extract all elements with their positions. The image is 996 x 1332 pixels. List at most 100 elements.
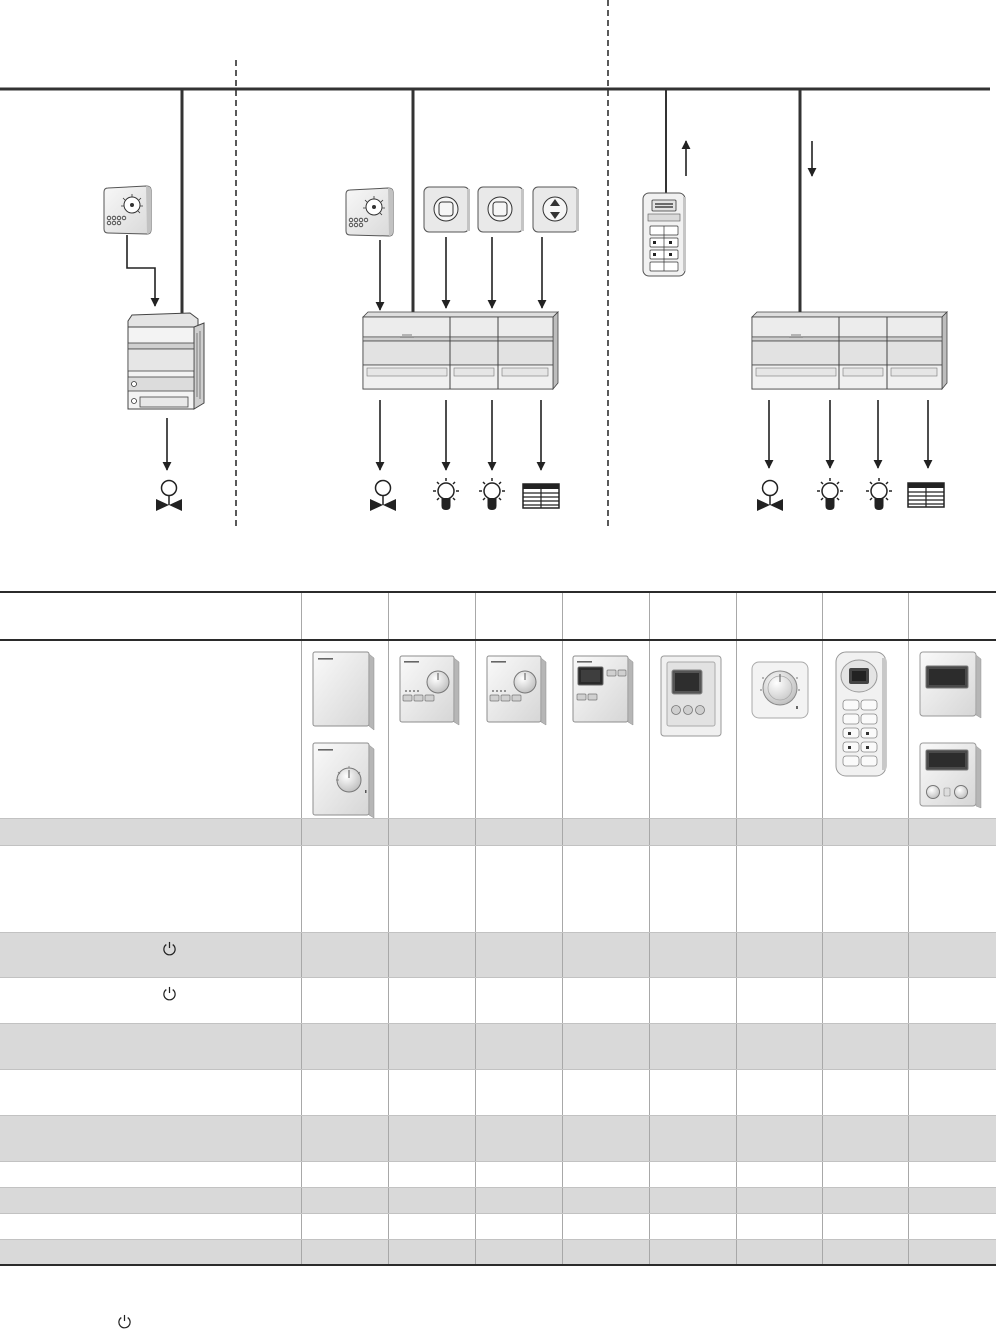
table-cell — [648, 845, 736, 933]
table-cell — [648, 640, 736, 819]
signal-arrow — [126, 235, 160, 307]
table-cell — [474, 845, 562, 933]
table-cell — [474, 1023, 562, 1070]
power-icon — [118, 1314, 131, 1329]
blind-icon — [907, 482, 945, 508]
table-cell — [735, 1187, 822, 1214]
table-cell — [735, 1115, 822, 1162]
table-cell — [300, 1213, 388, 1240]
table-cell — [821, 1069, 908, 1116]
table-row — [0, 1187, 996, 1214]
table-cell — [648, 1023, 736, 1070]
table-cell — [735, 977, 822, 1024]
table-header-cell — [0, 591, 301, 641]
table-cell — [648, 1115, 736, 1162]
table-cell — [648, 818, 736, 846]
table-cell — [474, 1115, 562, 1162]
table-cell — [474, 977, 562, 1024]
table-cell — [474, 1187, 562, 1214]
table-cell — [735, 845, 822, 933]
table-row — [0, 932, 996, 978]
table-cell — [821, 1213, 908, 1240]
table-cell — [474, 1213, 562, 1240]
table-cell — [0, 1115, 301, 1162]
push-button-icon — [477, 186, 525, 233]
table-cell — [735, 932, 822, 978]
table-cell — [821, 1115, 908, 1162]
table-cell — [387, 1213, 475, 1240]
table-cell — [300, 1115, 388, 1162]
light-bulb-icon — [478, 477, 506, 511]
valve-icon — [369, 479, 397, 512]
valve-icon — [756, 479, 784, 512]
table-cell — [648, 1161, 736, 1188]
table-cell — [474, 640, 562, 819]
table-row — [0, 1213, 996, 1240]
table-cell — [561, 1187, 649, 1214]
light-bulb-icon — [432, 477, 460, 511]
table-header-cell — [300, 591, 388, 641]
system-diagram — [0, 0, 990, 530]
table-cell — [821, 845, 908, 933]
table-cell — [300, 640, 388, 819]
table-cell — [735, 1161, 822, 1188]
table-cell — [0, 818, 301, 846]
table-cell — [387, 1023, 475, 1070]
middle-zone — [345, 186, 580, 512]
din-controller-icon — [751, 311, 948, 390]
table-header-row — [0, 591, 996, 641]
table-cell — [387, 845, 475, 933]
table-cell — [735, 818, 822, 846]
table-cell — [300, 1069, 388, 1116]
table-row — [0, 1069, 996, 1116]
valve-icon — [155, 479, 183, 512]
up-down-button-icon — [532, 186, 580, 233]
table-cell — [735, 640, 822, 819]
table-row — [0, 845, 996, 933]
table-header-cell — [821, 591, 908, 641]
table-cell — [474, 1239, 562, 1266]
table-cell — [821, 1023, 908, 1070]
handheld-remote-icon — [642, 192, 687, 277]
table-cell — [474, 1161, 562, 1188]
blind-icon — [522, 483, 560, 509]
power-icon — [163, 986, 176, 1000]
push-button-icon — [423, 186, 471, 233]
table-cell — [735, 1239, 822, 1266]
table-cell — [821, 1161, 908, 1188]
table-cell — [907, 1115, 996, 1162]
table-cell — [907, 818, 996, 846]
table-header-cell — [474, 591, 562, 641]
table-row — [0, 1239, 996, 1266]
table-cell — [907, 1213, 996, 1240]
table-cell — [648, 1187, 736, 1214]
table-cell — [474, 818, 562, 846]
table-cell — [0, 1023, 301, 1070]
table-row-devices — [0, 640, 996, 819]
table-row — [0, 1023, 996, 1070]
table-cell — [907, 845, 996, 933]
light-bulb-icon — [816, 477, 844, 511]
table-cell — [821, 818, 908, 846]
table-cell — [387, 1161, 475, 1188]
table-cell — [387, 932, 475, 978]
table-cell — [735, 1069, 822, 1116]
right-zone — [642, 140, 948, 512]
room-thermostat-icon — [103, 185, 152, 235]
table-cell — [821, 1187, 908, 1214]
power-icon — [163, 941, 176, 955]
table-cell — [0, 1187, 301, 1214]
table-row — [0, 818, 996, 846]
table-cell — [648, 932, 736, 978]
table-cell — [300, 932, 388, 978]
table-cell — [821, 977, 908, 1024]
table-cell — [387, 1069, 475, 1116]
table-cell — [648, 1069, 736, 1116]
table-cell — [648, 1239, 736, 1266]
table-row — [0, 1115, 996, 1162]
table-row — [0, 977, 996, 1024]
table-cell — [0, 977, 301, 1024]
table-cell — [474, 932, 562, 978]
left-zone — [103, 185, 205, 512]
